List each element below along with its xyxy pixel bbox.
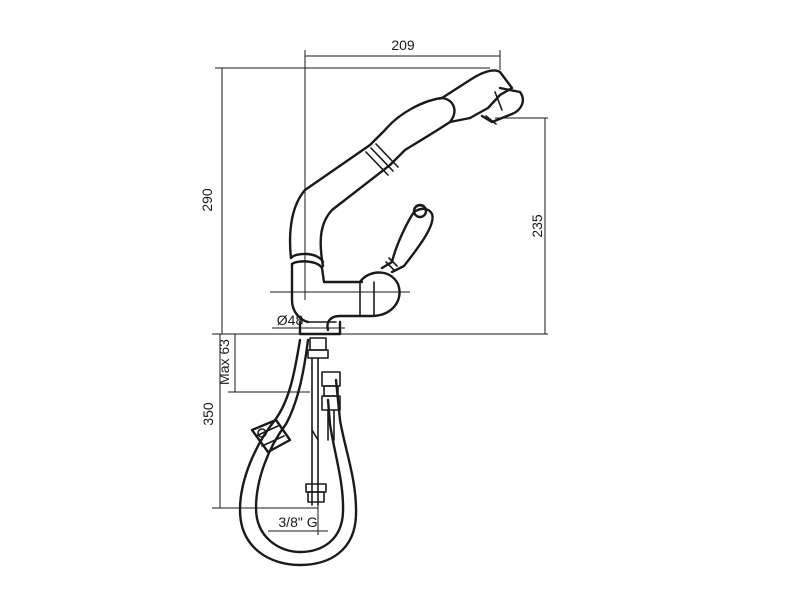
faucet-body [288, 69, 524, 336]
label-thread: 3/8" G [278, 514, 317, 530]
dimension-lines [212, 50, 548, 535]
supply-tubes [305, 337, 341, 506]
label-height-total: 290 [199, 188, 215, 212]
pullout-hose [238, 338, 358, 567]
label-height-spout: 235 [529, 214, 545, 238]
label-base-diameter: Ø48 [277, 312, 304, 328]
label-max-deck: Max 63 [216, 339, 232, 385]
label-width-top: 209 [391, 37, 415, 53]
label-hose-length: 350 [200, 402, 216, 426]
